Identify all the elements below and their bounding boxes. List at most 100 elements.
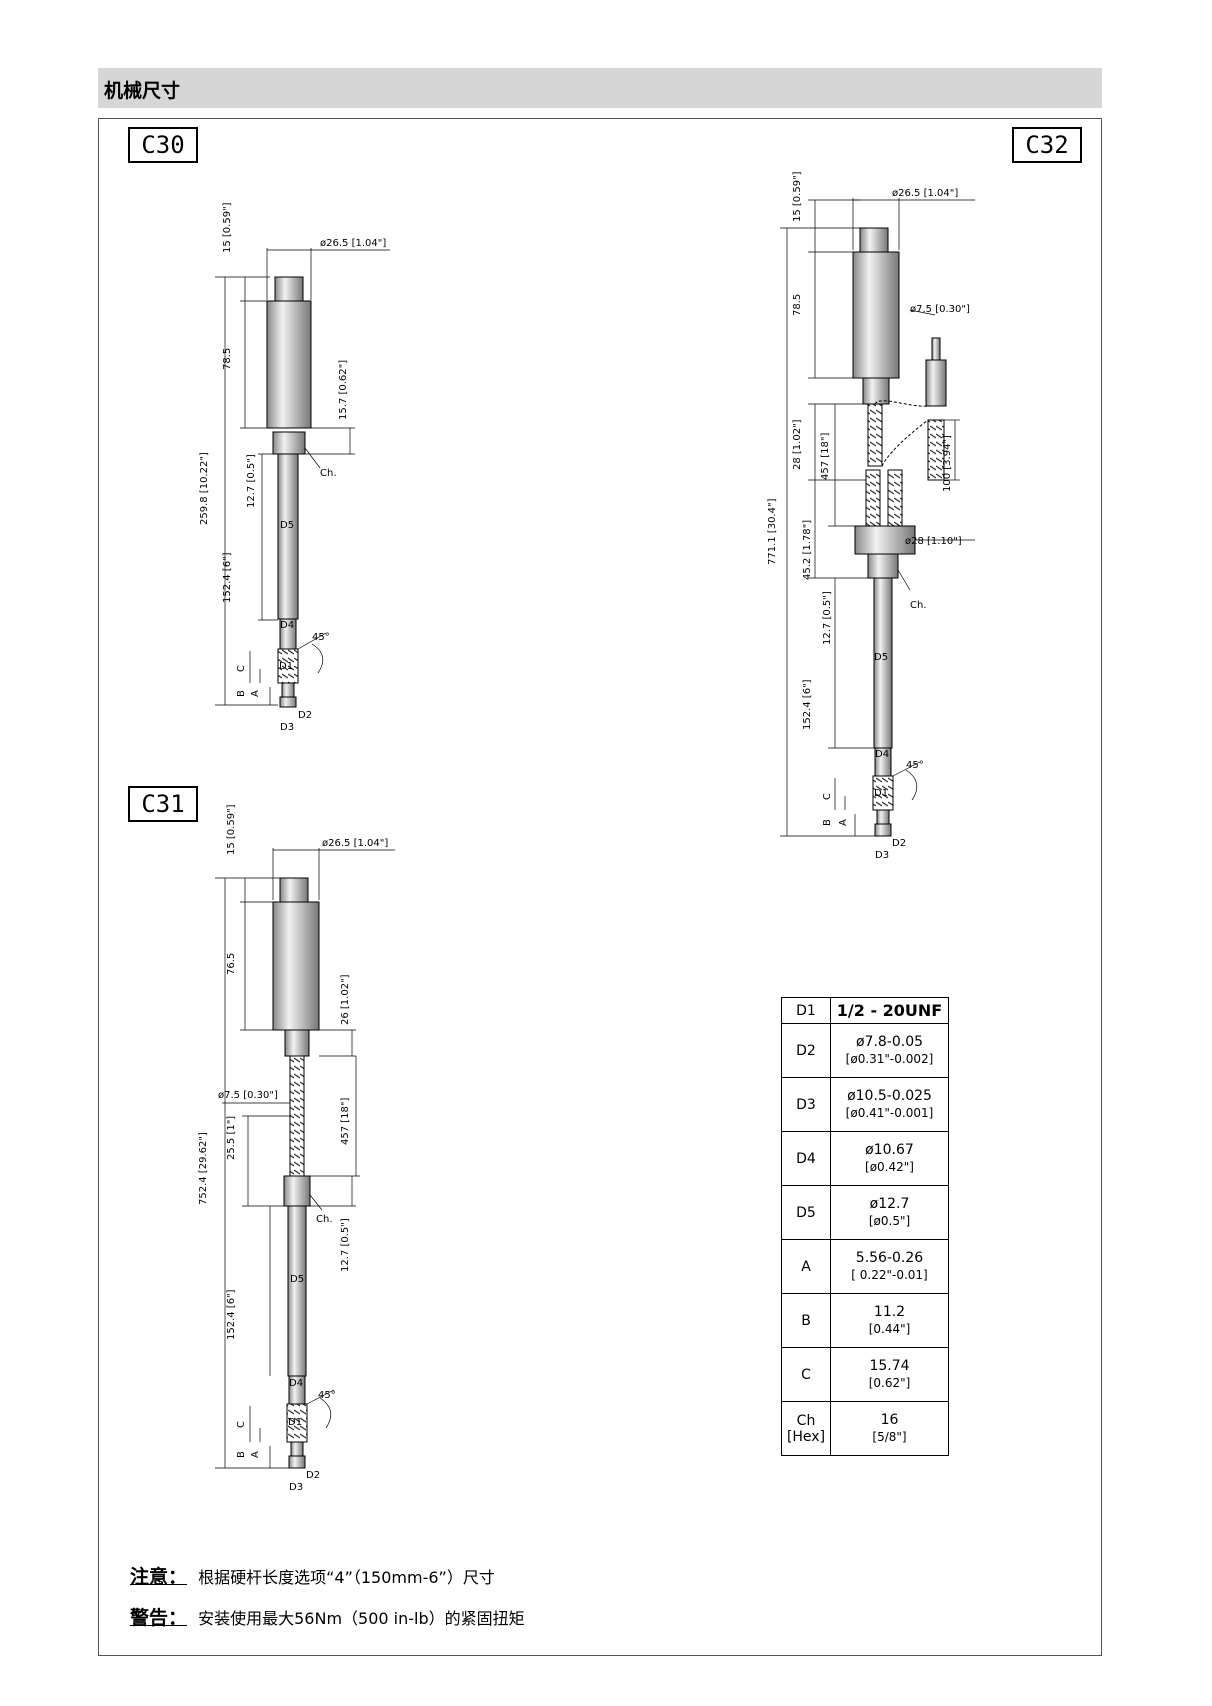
table-row: D5 ø12.7[ø0.5"] (781, 1185, 949, 1240)
c31-dim-rod: 152.4 [6"] (226, 1289, 237, 1340)
c32-dim-total: 771.1 [30.4"] (767, 498, 778, 565)
c30-label-d5: D5 (280, 520, 294, 531)
c30-label-d4: D4 (280, 620, 294, 631)
c32-label-d5: D5 (874, 652, 888, 663)
c30-label-c: C (236, 665, 247, 672)
c30-label-d1: D1 (279, 661, 293, 672)
c32-nut (854, 525, 916, 555)
table-row: B 11.2[0.44"] (781, 1293, 949, 1348)
c30-dim-total: 259.8 [10.22"] (199, 452, 210, 525)
c32-label-a: A (838, 819, 849, 826)
c32-hose-top (867, 403, 883, 467)
c31-neck (284, 1029, 310, 1057)
c30-label-angle: 45° (312, 632, 330, 643)
note-caution-text: 根据硬杆长度选项“4”（150mm-6”）尺寸 (198, 1568, 495, 1587)
c30-label-a: A (250, 690, 261, 697)
c31-hose (289, 1055, 305, 1177)
spec-table: D1 1/2 - 20UNF D2 ø7.8-0.05[ø0.31"-0.002… (781, 997, 949, 1456)
c32-dim-rod: 152.4 [6"] (802, 679, 813, 730)
note-caution-label: 注意： (130, 1566, 188, 1588)
c31-label-d4: D4 (289, 1378, 303, 1389)
spec-key: B (781, 1293, 831, 1348)
spec-key: D4 (781, 1131, 831, 1186)
c32-hose-lower-a (865, 469, 881, 527)
c32-cable-link (881, 419, 929, 467)
c30-tip-d3 (279, 696, 297, 708)
c31-label-d3: D3 (289, 1482, 303, 1493)
c30-label-ch: Ch. (320, 468, 337, 479)
spec-key: C (781, 1347, 831, 1402)
c30-dim-stem: 12.7 [0.5"] (246, 454, 257, 508)
spec-value: 11.2[0.44"] (830, 1293, 949, 1348)
c32-dim-cable-dia: ø7.5 [0.30"] (910, 304, 970, 315)
c30-dim-rod: 152.4 [6"] (222, 552, 233, 603)
c30-label-d2: D2 (298, 710, 312, 721)
c32-label-d4: D4 (875, 749, 889, 760)
c31-rod (287, 1205, 307, 1377)
c32-label-d3: D3 (875, 850, 889, 861)
c31-tip-d2 (290, 1441, 304, 1457)
spec-header-key: D1 (781, 997, 831, 1024)
spec-key: D3 (781, 1077, 831, 1132)
c32-cable-coil (927, 419, 945, 481)
c30-dim-dia: ø26.5 [1.04"] (320, 238, 386, 249)
section-header-bar (98, 68, 1102, 108)
spec-key: Ch [Hex] (781, 1401, 831, 1456)
model-label-c30: C30 (128, 127, 198, 163)
c31-dim-cable: ø7.5 [0.30"] (218, 1090, 278, 1101)
note-warning: 警告： 安装使用最大56Nm（500 in-lb）的紧固扭矩 (130, 1603, 525, 1630)
c32-label-d1: D1 (874, 788, 888, 799)
c32-dim-seg: 45.2 [1.78"] (802, 520, 813, 580)
c32-dim-nut: ø28 [1.10"] (905, 536, 962, 547)
c32-tip-d2 (876, 809, 890, 825)
c32-rod (873, 577, 893, 749)
note-warning-text: 安装使用最大56Nm（500 in-lb）的紧固扭矩 (198, 1609, 525, 1628)
c31-tip-d3 (288, 1455, 306, 1469)
table-row: C 15.74[0.62"] (781, 1347, 949, 1402)
c31-dim-neck: 26 [1.02"] (340, 974, 351, 1025)
c30-tip-d2 (281, 682, 295, 698)
c32-connector (859, 227, 889, 253)
c31-label-c: C (236, 1421, 247, 1428)
spec-key: D5 (781, 1185, 831, 1240)
c32-dim-stem: 12.7 [0.5"] (822, 591, 833, 645)
c31-label-d1: D1 (288, 1417, 302, 1428)
drawing-c32 (780, 198, 975, 837)
c30-dim-neck: 15.7 [0.62"] (338, 360, 349, 420)
note-caution: 注意： 根据硬杆长度选项“4”（150mm-6”）尺寸 (130, 1562, 495, 1589)
c30-dim-top: 15 [0.59"] (222, 202, 233, 253)
spec-value: 16[5/8"] (830, 1401, 949, 1456)
c30-hex-nut (272, 431, 306, 455)
note-warning-label: 警告： (130, 1607, 188, 1629)
c31-label-d5: D5 (290, 1274, 304, 1285)
c32-label-angle: 45° (906, 760, 924, 771)
spec-value: 15.74[0.62"] (830, 1347, 949, 1402)
drawing-c31 (215, 848, 395, 1469)
spec-value: ø10.67[ø0.42"] (830, 1131, 949, 1186)
c31-connector (279, 877, 309, 903)
spec-header-value: 1/2 - 20UNF (830, 997, 949, 1024)
c31-label-b: B (236, 1451, 247, 1458)
c30-body (266, 300, 312, 429)
spec-table-header: D1 1/2 - 20UNF (781, 997, 949, 1024)
c32-label-c: C (822, 793, 833, 800)
c32-label-d2: D2 (892, 838, 906, 849)
c31-body (272, 901, 320, 1031)
c32-cable-pin (931, 337, 941, 361)
c32-label-b: B (822, 819, 833, 826)
section-title: 机械尺寸 (104, 80, 181, 102)
spec-key: D2 (781, 1023, 831, 1078)
c31-dim-stem: 12.7 [0.5"] (340, 1218, 351, 1272)
spec-key: A (781, 1239, 831, 1294)
c32-body (852, 251, 900, 379)
c30-rod (277, 453, 299, 620)
c31-dim-body: 76.5 (226, 953, 237, 975)
c31-dim-hose: 457 [18"] (340, 1098, 351, 1145)
c32-hose-lower-b (887, 469, 903, 527)
table-row: D3 ø10.5-0.025[ø0.41"-0.001] (781, 1077, 949, 1132)
c32-dim-dia: ø26.5 [1.04"] (892, 188, 958, 199)
model-label-c32: C32 (1012, 127, 1082, 163)
c31-label-a: A (250, 1451, 261, 1458)
c32-dim-neck: 28 [1.02"] (792, 419, 803, 470)
